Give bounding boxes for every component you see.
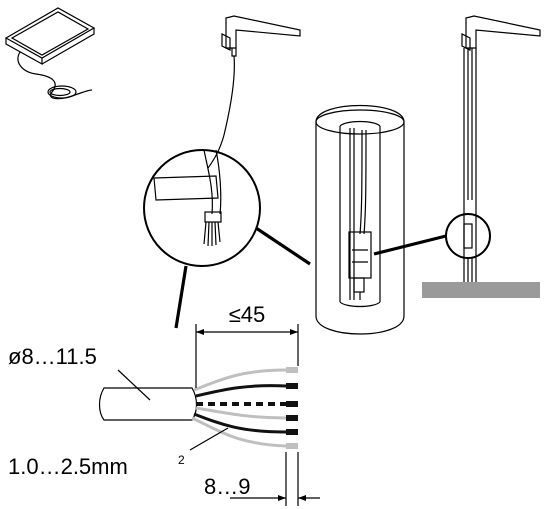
- cable-diameter-label: ø8…11.5: [8, 344, 97, 369]
- column-head-icon: [221, 15, 301, 57]
- dim-wire-cross-section: 1.0…2.5mm 2: [8, 427, 229, 479]
- svg-text:1.0…2.5mm: 1.0…2.5mm: [8, 454, 128, 479]
- zoom-pointer: [373, 234, 447, 256]
- hanging-cable: [207, 55, 235, 169]
- cable-strip-drawing: [98, 367, 298, 449]
- magnifier-stem: [174, 265, 188, 329]
- dim-wire-strip-length: 8…9: [204, 452, 320, 506]
- cable-detail-magnifier-icon: [143, 149, 261, 267]
- dim-cable-diameter: ø8…11.5: [8, 344, 151, 401]
- wire-cross-section-label: 1.0…2.5mm: [8, 454, 128, 479]
- dim-strip-length: ≤45: [195, 302, 299, 388]
- floor: [422, 282, 540, 298]
- scale-platform-icon: [4, 7, 96, 100]
- column-cutaway: [315, 104, 405, 335]
- wire-cross-section-superscript: 2: [178, 453, 185, 467]
- strip-length-label: ≤45: [229, 302, 266, 327]
- magnifier-pointer: [255, 226, 311, 266]
- wire-strip-length-label: 8…9: [204, 474, 250, 499]
- column-right: [445, 15, 541, 282]
